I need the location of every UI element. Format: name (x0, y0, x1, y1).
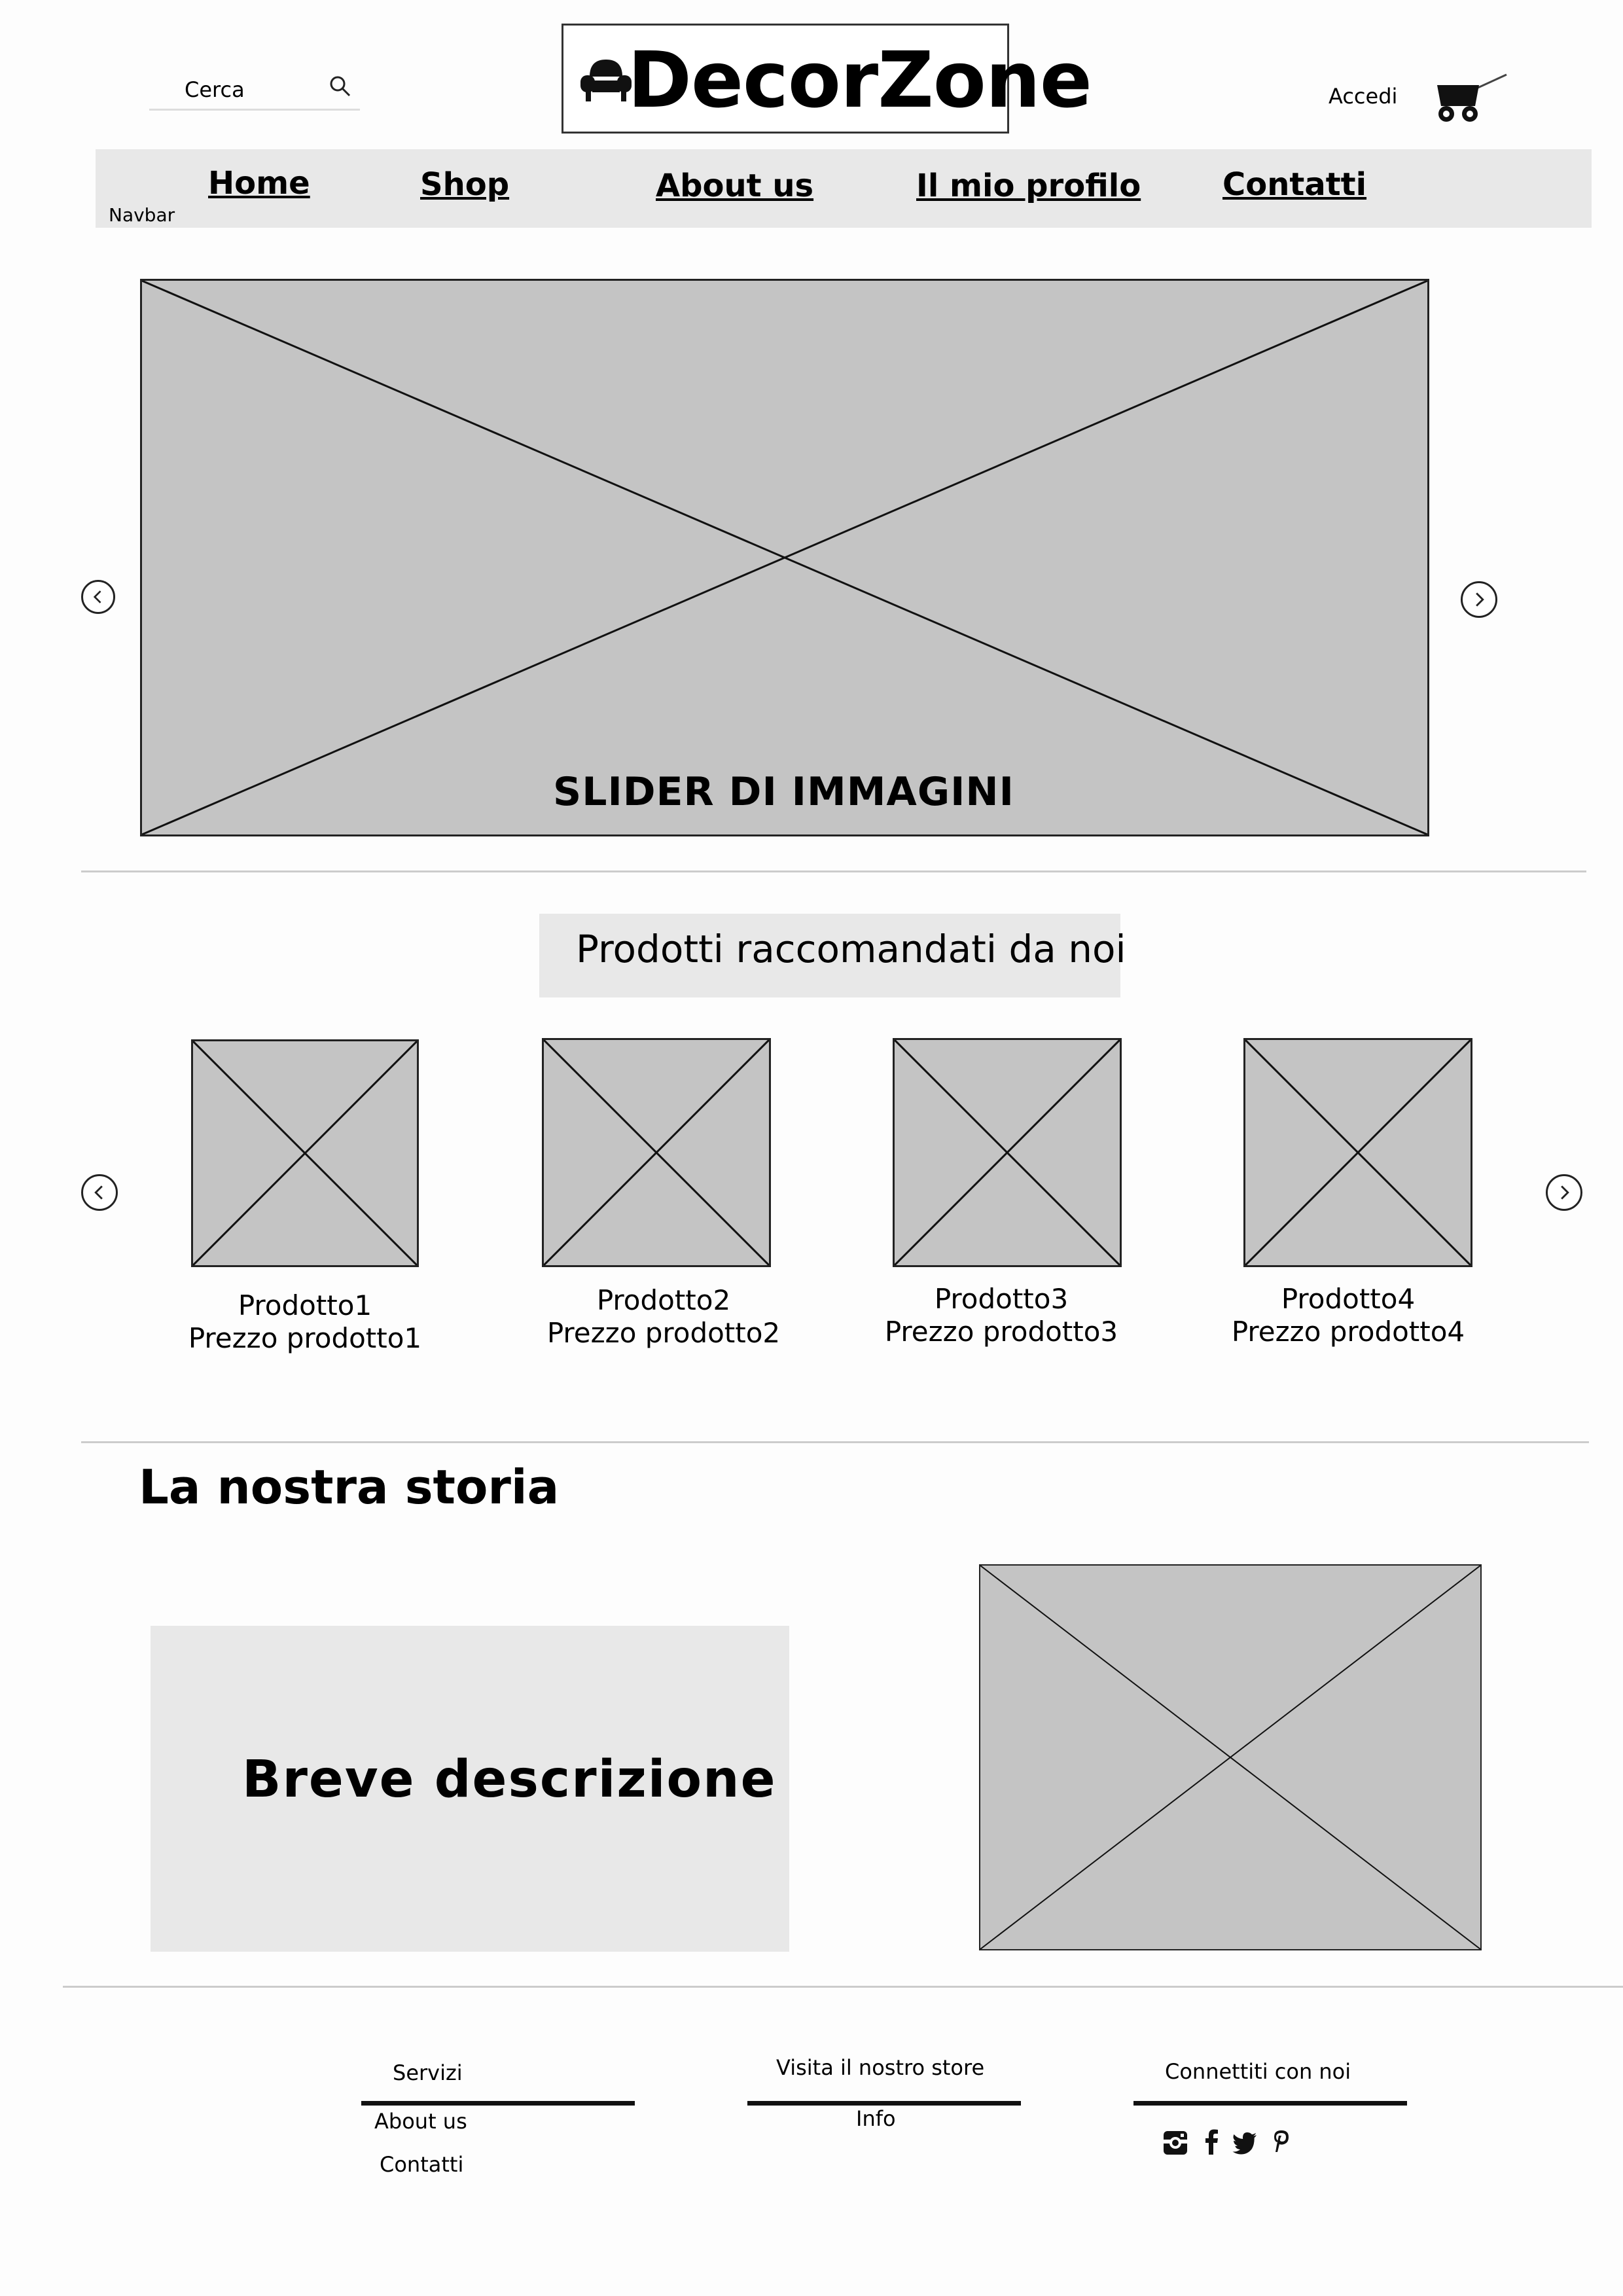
footer-divider (63, 1986, 1623, 1988)
story-description-box: Breve descrizione (151, 1626, 789, 1952)
nav-item-about-us[interactable]: About us (656, 168, 814, 204)
navbar: Home Shop About us Il mio profilo Contat… (96, 149, 1592, 228)
product-card[interactable] (893, 1038, 1122, 1267)
footer-link-about-us[interactable]: About us (374, 2109, 467, 2134)
footer-link-servizi[interactable]: Servizi (393, 2060, 463, 2085)
footer-rule (1133, 2101, 1407, 2106)
footer-rule (747, 2101, 1021, 2106)
product-price: Prezzo prodotto3 (884, 1316, 1118, 1348)
login-link[interactable]: Accedi (1329, 84, 1398, 109)
logo-text: DecorZone (628, 35, 1092, 125)
search-icon[interactable] (329, 75, 352, 98)
product-caption: Prodotto4 Prezzo prodotto4 (1217, 1283, 1479, 1348)
product-card[interactable] (542, 1038, 771, 1267)
search-box[interactable]: Cerca (149, 65, 360, 111)
pinterest-icon[interactable] (1268, 2128, 1294, 2155)
slider-next-button[interactable] (1461, 581, 1497, 618)
product-name[interactable]: Prodotto2 (596, 1284, 731, 1316)
product-name[interactable]: Prodotto4 (1281, 1283, 1416, 1315)
slider-caption: SLIDER DI IMMAGINI (553, 769, 1014, 815)
section-divider (81, 1441, 1589, 1443)
slider-prev-button[interactable] (81, 580, 115, 614)
product-image[interactable] (893, 1038, 1122, 1267)
footer-store-title: Visita il nostro store (776, 2055, 985, 2080)
product-card[interactable] (191, 1039, 419, 1267)
product-caption: Prodotto3 Prezzo prodotto3 (870, 1283, 1132, 1348)
story-description: Breve descrizione (242, 1750, 777, 1809)
products-prev-button[interactable] (81, 1174, 118, 1211)
footer-rule (361, 2101, 635, 2106)
nav-item-il-mio-profilo[interactable]: Il mio profilo (916, 168, 1141, 204)
story-title: La nostra storia (139, 1460, 560, 1515)
product-price: Prezzo prodotto4 (1231, 1316, 1465, 1348)
product-card[interactable] (1243, 1038, 1472, 1267)
armchair-icon (577, 50, 635, 109)
cart-icon[interactable] (1435, 69, 1510, 124)
product-name[interactable]: Prodotto1 (238, 1289, 372, 1321)
logo[interactable]: DecorZone (562, 24, 1092, 134)
product-caption: Prodotto1 Prezzo prodotto1 (174, 1289, 436, 1355)
products-next-button[interactable] (1546, 1174, 1582, 1211)
product-image[interactable] (1243, 1038, 1472, 1267)
facebook-icon[interactable] (1199, 2128, 1225, 2155)
nav-item-shop[interactable]: Shop (420, 166, 510, 203)
product-image[interactable] (191, 1039, 419, 1267)
product-name[interactable]: Prodotto3 (934, 1283, 1069, 1315)
product-image[interactable] (542, 1038, 771, 1267)
nav-item-home[interactable]: Home (208, 165, 310, 202)
image-slider[interactable]: SLIDER DI IMMAGINI (140, 279, 1429, 836)
instagram-icon[interactable] (1162, 2130, 1188, 2156)
recommended-title: Prodotti raccomandati da noi (576, 927, 1126, 971)
navbar-label: Navbar (109, 204, 175, 226)
product-price: Prezzo prodotto2 (546, 1317, 781, 1349)
nav-item-contatti[interactable]: Contatti (1222, 166, 1367, 203)
product-caption: Prodotto2 Prezzo prodotto2 (533, 1284, 794, 1350)
footer-link-info[interactable]: Info (856, 2106, 896, 2131)
footer-social-title: Connettiti con noi (1165, 2059, 1351, 2084)
twitter-icon[interactable] (1232, 2130, 1258, 2156)
story-image (979, 1564, 1482, 1950)
section-divider (81, 870, 1586, 872)
recommended-title-box: Prodotti raccomandati da noi (539, 914, 1126, 997)
product-price: Prezzo prodotto1 (188, 1322, 422, 1354)
search-input[interactable]: Cerca (185, 77, 245, 102)
footer-link-contatti[interactable]: Contatti (380, 2152, 464, 2177)
